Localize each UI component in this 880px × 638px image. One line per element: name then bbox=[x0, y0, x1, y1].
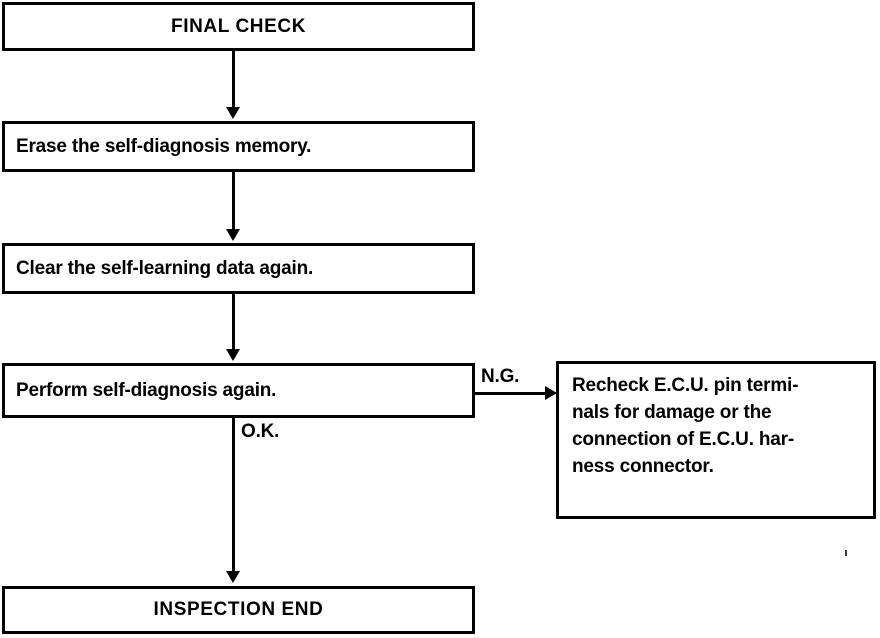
flow-node-perform-self-diagnosis-label: Perform self-diagnosis again. bbox=[16, 379, 277, 401]
flow-node-final-check-label: FINAL CHECK bbox=[170, 15, 307, 37]
connector-arrowhead-1 bbox=[226, 107, 240, 119]
flow-node-recheck-ecu: Recheck E.C.U. pin termi- nals for damag… bbox=[556, 361, 876, 519]
connector-line-2 bbox=[232, 172, 235, 231]
connector-arrowhead-2 bbox=[226, 229, 240, 241]
connector-arrowhead-ng bbox=[545, 386, 557, 400]
connector-line-ng bbox=[473, 392, 547, 395]
flow-node-clear-learning-data-label: Clear the self-learning data again. bbox=[16, 257, 314, 279]
connector-line-3 bbox=[232, 294, 235, 351]
connector-line-1 bbox=[232, 51, 235, 109]
connector-arrowhead-ok bbox=[226, 571, 240, 583]
flow-node-perform-self-diagnosis: Perform self-diagnosis again. bbox=[2, 363, 475, 418]
scan-artifact-speck bbox=[845, 550, 847, 556]
flow-node-inspection-end: INSPECTION END bbox=[2, 586, 475, 634]
flow-node-clear-learning-data: Clear the self-learning data again. bbox=[2, 243, 475, 294]
flow-node-inspection-end-label: INSPECTION END bbox=[153, 599, 324, 621]
edge-label-ng: N.G. bbox=[481, 366, 520, 387]
flow-node-erase-memory: Erase the self-diagnosis memory. bbox=[2, 121, 475, 172]
connector-arrowhead-3 bbox=[226, 349, 240, 361]
flow-node-recheck-ecu-label: Recheck E.C.U. pin termi- nals for damag… bbox=[572, 375, 799, 477]
connector-line-ok bbox=[232, 418, 235, 573]
flow-node-final-check: FINAL CHECK bbox=[2, 2, 475, 51]
edge-label-ok: O.K. bbox=[241, 421, 280, 442]
flow-node-erase-memory-label: Erase the self-diagnosis memory. bbox=[16, 135, 312, 157]
